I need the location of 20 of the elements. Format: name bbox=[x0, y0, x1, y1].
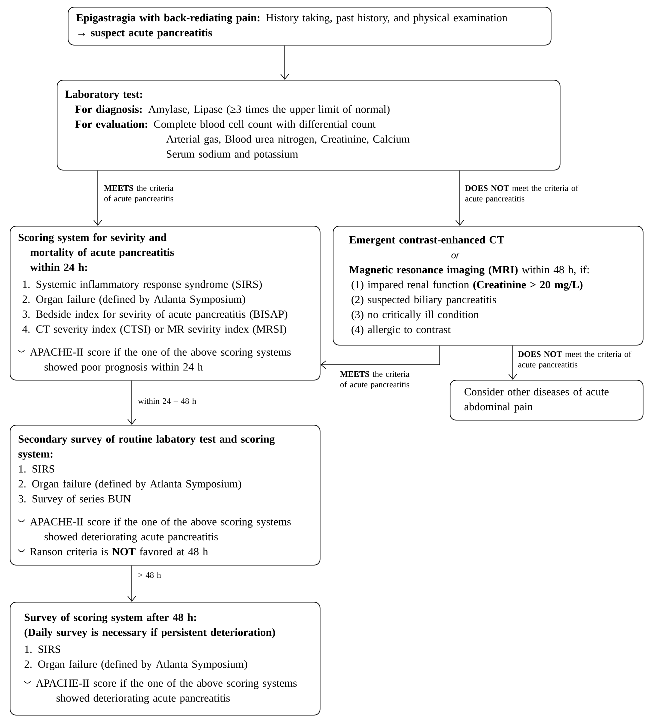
arrow bbox=[94, 170, 102, 226]
process-box: Consider other diseases of acute abdominal pain bbox=[450, 380, 644, 421]
arrow bbox=[508, 345, 518, 380]
arrow bbox=[320, 345, 440, 370]
edge-label: within 24 – 48 h bbox=[138, 398, 196, 404]
edge-label: MEETS the criteria of acute pancreatitis bbox=[340, 371, 410, 390]
process-box: Epigastragia with back-rediating pain: History taking, past history, and physical examination → suspect acute pancreatitis bbox=[68, 7, 552, 46]
arrow bbox=[128, 380, 136, 425]
process-box: Secondary survey of routine labatory test and scoring system: 1. SIRS 2. Organ failure (defined by Atlanta Symposium) 3. Survey of series BUN APACHE-II score if the one of the above scoring systems showed deteriorating acute pancreatitis Ranson criteria is NOT favored at 48 h bbox=[10, 425, 321, 566]
edge-label: DOES NOT meet the criteria of acute pancreatitis bbox=[465, 185, 579, 204]
edge-label: DOES NOT meet the criteria of acute pancreatitis bbox=[518, 351, 632, 370]
process-box: Scoring system for sevirity and mortality of acute pancreatitis within 24 h: 1. Systemic inflammatory response syndrome (SIRS) 2. Organ failure (defined by Atlanta Symposium) 3. Bedside index for sevirity of acute pancreatitis (BISAP) 4. CT severity index (CTSI) or MR sevirity index (MRSI) APACHE-II score if the one of the above scoring systems showed poor prognosis within 24 h bbox=[10, 226, 321, 381]
process-box: Emergent contrast-enhanced CT or Magnetic resonance imaging (MRI) within 48 h, if: (1) impared renal function (Creatinine > 20 mg/L) (2) suspected biliary pancreatitis (3) no critically ill condition (4) allergic to contrast bbox=[333, 226, 644, 346]
arrow bbox=[128, 565, 136, 602]
edge-label: MEETS the criteria of acute pancreatitis bbox=[104, 185, 174, 204]
process-box: Survey of scoring system after 48 h: (Daily survey is necessary if persistent deterioration) 1. SIRS 2. Organ failure (defined by Atlanta Symposium) APACHE-II score if the one of the above scoring systems showed deteriorating acute pancreatitis bbox=[10, 602, 321, 716]
process-box: Laboratory test: For diagnosis: Amylase, Lipase (≥3 times the upper limit of normal) For evaluation: Complete blood cell count with differential count Arterial gas, Blood urea nitrogen, Creatinine, Calcium Serum sodium and potassium bbox=[57, 80, 561, 171]
arrow bbox=[456, 170, 464, 226]
arrow bbox=[280, 45, 290, 80]
edge-label: > 48 h bbox=[138, 572, 162, 578]
